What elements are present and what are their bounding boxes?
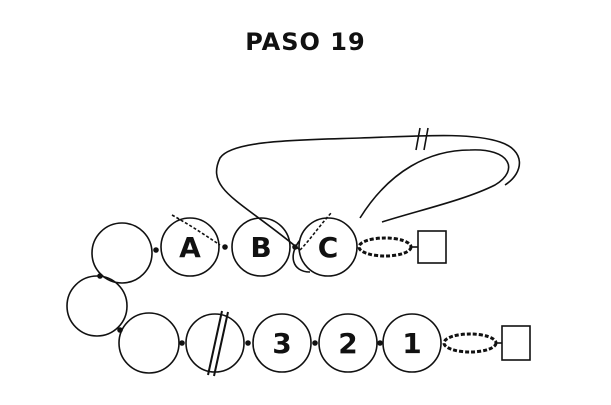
bead-label-2: 2 xyxy=(338,327,357,360)
step-title: PASO 19 xyxy=(245,28,366,56)
bead-bottom-2b xyxy=(318,313,378,373)
loop-bottom xyxy=(442,332,498,354)
thread-dashed xyxy=(171,214,221,246)
thread-cut-mark xyxy=(415,127,429,151)
bead-label-3: 3 xyxy=(272,327,291,360)
loop-top xyxy=(357,236,413,258)
end-bead-top xyxy=(417,230,447,264)
bead-top-1 xyxy=(91,222,153,284)
thread-loop-outer xyxy=(215,134,521,251)
bead-label-1: 1 xyxy=(402,327,421,360)
end-bead-bottom xyxy=(501,325,531,361)
thread-hook xyxy=(292,239,311,273)
bead-top-C xyxy=(298,217,358,277)
cut-line xyxy=(207,310,223,376)
bead-label-A: A xyxy=(179,231,201,264)
bead-bottom-3 xyxy=(252,313,312,373)
bead-label-B: B xyxy=(250,231,271,264)
bead-top-A xyxy=(160,217,220,277)
thread-loop xyxy=(359,149,510,223)
bead-bottom-1b xyxy=(382,313,442,373)
thread-dashed-2 xyxy=(299,211,333,251)
bead-top-B xyxy=(231,217,291,277)
bead-label-C: C xyxy=(318,231,339,264)
bead-left-link xyxy=(66,275,128,337)
bead-bottom-1 xyxy=(118,312,180,374)
